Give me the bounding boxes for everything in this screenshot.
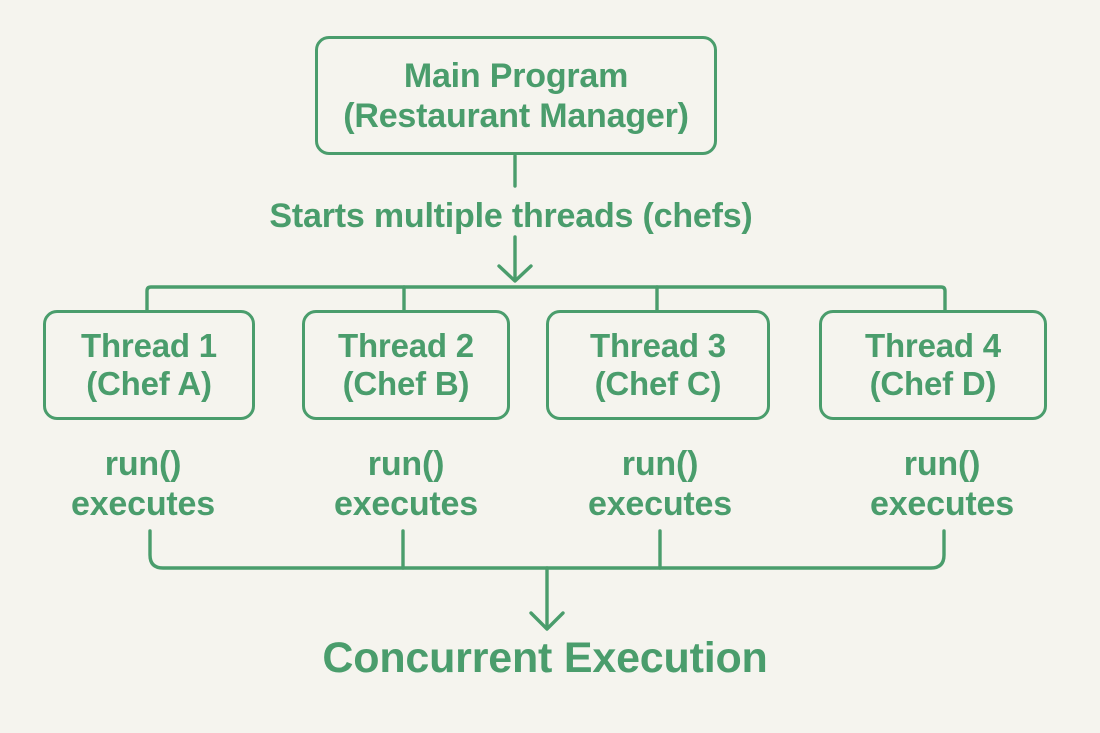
thread-4-run-note: run() executes <box>822 444 1062 524</box>
thread-3-node: Thread 3 (Chef C) <box>546 310 770 420</box>
thread-1-run-line2: executes <box>71 485 215 523</box>
thread-3-run-note: run() executes <box>540 444 780 524</box>
thread-4-run-line2: executes <box>870 485 1014 523</box>
thread-2-run-line1: run() <box>367 445 445 483</box>
thread-1-title: Thread 1 <box>81 327 217 364</box>
start-arrow-down-icon <box>497 235 533 283</box>
thread-2-run-note: run() executes <box>286 444 526 524</box>
thread-1-run-line1: run() <box>104 445 182 483</box>
main-program-node: Main Program (Restaurant Manager) <box>315 36 717 155</box>
start-edge-label: Starts multiple threads (chefs) <box>269 197 753 235</box>
thread-2-node: Thread 2 (Chef B) <box>302 310 510 420</box>
thread-3-subtitle: (Chef C) <box>594 365 722 402</box>
thread-1-subtitle: (Chef A) <box>86 365 212 402</box>
main-program-subtitle: (Restaurant Manager) <box>343 96 689 135</box>
thread-3-title: Thread 3 <box>590 327 726 364</box>
thread-2-subtitle: (Chef B) <box>342 365 470 402</box>
main-program-title: Main Program <box>403 56 629 95</box>
thread-1-run-note: run() executes <box>23 444 263 524</box>
thread-branch-line <box>145 285 947 313</box>
thread-1-node: Thread 1 (Chef A) <box>43 310 255 420</box>
thread-3-run-line1: run() <box>621 445 699 483</box>
thread-3-run-line2: executes <box>588 485 732 523</box>
thread-4-node: Thread 4 (Chef D) <box>819 310 1047 420</box>
concurrent-arrow-down-icon <box>529 566 565 631</box>
thread-2-title: Thread 2 <box>338 327 474 364</box>
thread-4-subtitle: (Chef D) <box>869 365 997 402</box>
concurrent-execution-label: Concurrent Execution <box>322 634 768 682</box>
thread-4-run-line1: run() <box>903 445 981 483</box>
thread-4-title: Thread 4 <box>865 327 1001 364</box>
converge-rail-line <box>148 529 946 570</box>
thread-2-run-line2: executes <box>334 485 478 523</box>
